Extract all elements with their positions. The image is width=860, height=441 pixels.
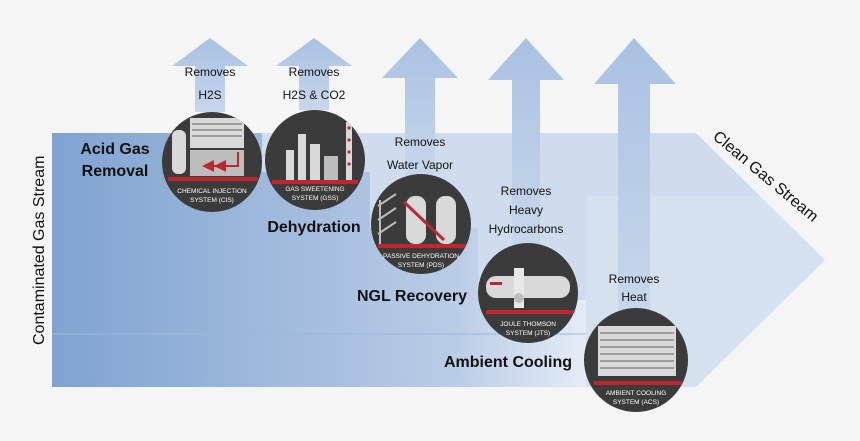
removal-arrow-h2s-co2 — [276, 38, 352, 110]
removal-arrow-heat — [594, 38, 676, 310]
removal-arrow-hydrocarbons — [488, 38, 564, 245]
ambient-cooling-icon — [594, 326, 682, 385]
passive-dehydration-icon — [377, 193, 466, 248]
removal-arrow-water-vapor — [382, 38, 458, 176]
removal-label-h2s-co2: Removes H2S & CO2 — [283, 65, 346, 102]
removal-line: H2S — [198, 88, 221, 102]
removal-line: Removes — [395, 135, 446, 149]
chemical-injection-icon — [168, 118, 258, 181]
system-label-line: SYSTEM (CIS) — [190, 197, 234, 204]
system-gas-sweetening: GAS SWEETENING SYSTEM (GSS) — [265, 110, 365, 210]
system-chemical-injection: CHEMICAL INJECTION SYSTEM (CIS) — [162, 112, 262, 212]
removal-line: Removes — [289, 65, 340, 79]
removal-line: Heat — [621, 290, 647, 304]
contaminated-stream-label: Contaminated Gas Stream — [31, 156, 48, 345]
system-label-line: GAS SWEETENING — [285, 186, 344, 193]
removal-label-heat: Removes Heat — [609, 272, 660, 304]
stage-title-ngl-recovery: NGL Recovery — [357, 288, 467, 305]
system-label-line: SYSTEM (GSS) — [292, 195, 339, 202]
system-joule-thomson: JOULE THOMSON SYSTEM (JTS) — [478, 243, 578, 343]
stage-title-line: Removal — [82, 163, 149, 180]
removal-line: Hydrocarbons — [489, 222, 564, 236]
removal-arrow-h2s — [172, 38, 248, 112]
removal-line: Removes — [185, 65, 236, 79]
removal-line: Removes — [609, 272, 660, 286]
system-label-line: PASSIVE DEHYDRATION — [383, 253, 459, 260]
system-label-line: SYSTEM (ACS) — [613, 399, 659, 406]
removal-line: Removes — [501, 184, 552, 198]
gas-sweetening-icon — [272, 122, 358, 184]
system-label-line: JOULE THOMSON — [500, 321, 556, 328]
stage-title-dehydration: Dehydration — [267, 219, 360, 236]
joule-thomson-icon — [486, 268, 574, 314]
system-ambient-cooling: AMBIENT COOLING SYSTEM (ACS) — [584, 308, 688, 412]
system-label-line: SYSTEM (JTS) — [506, 330, 550, 337]
system-passive-dehydration: PASSIVE DEHYDRATION SYSTEM (PDS) — [371, 174, 471, 274]
removal-label-water-vapor: Removes Water Vapor — [387, 135, 453, 172]
removal-label-hydrocarbons: Removes Heavy Hydrocarbons — [489, 184, 564, 236]
removal-line: Heavy — [509, 203, 543, 217]
stage-title-line: Acid Gas — [80, 141, 149, 158]
stage-title-ambient-cooling: Ambient Cooling — [444, 354, 572, 371]
system-label-line: AMBIENT COOLING — [606, 390, 667, 397]
removal-label-h2s: Removes H2S — [185, 65, 236, 102]
stage-title-acid-gas: Acid Gas Removal — [80, 141, 149, 180]
removal-line: Water Vapor — [387, 158, 453, 172]
removal-line: H2S & CO2 — [283, 88, 346, 102]
system-label-line: SYSTEM (PDS) — [398, 262, 444, 269]
system-label-line: CHEMICAL INJECTION — [177, 188, 247, 195]
